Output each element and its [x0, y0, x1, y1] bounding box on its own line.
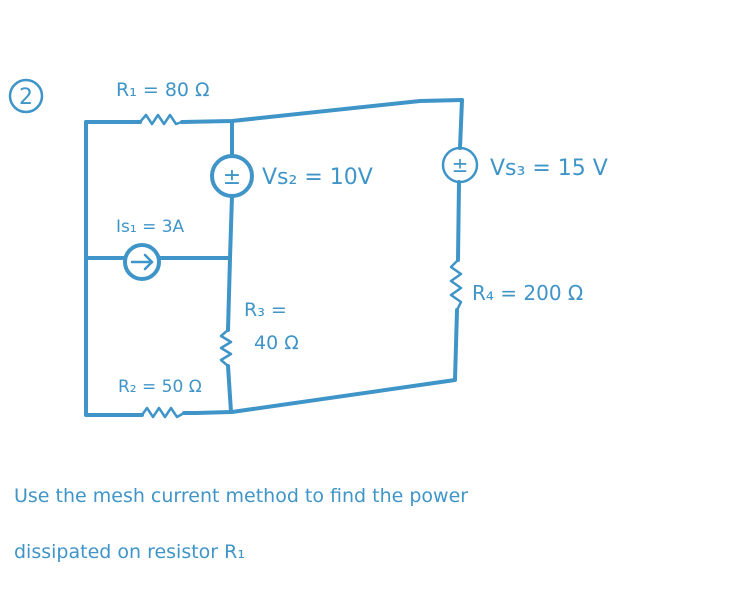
wire-right-top: [458, 98, 464, 150]
plus-minus-icon: ±: [452, 153, 469, 177]
wire-top-mid: [180, 98, 464, 124]
label-r3-line2: 40 Ω: [254, 332, 299, 354]
wire-middle-mid: [226, 194, 234, 332]
resistor-r3: [219, 328, 233, 368]
plus-minus-icon: ±: [223, 165, 241, 190]
label-is1: Is₁ = 3A: [116, 217, 185, 237]
instruction-line-2: dissipated on resistor R₁: [14, 541, 245, 563]
label-r3-line1: R₃ =: [244, 299, 287, 321]
wire-right-mid: [456, 180, 461, 262]
label-r4: R₄ = 200 Ω: [472, 281, 583, 305]
wire-middle-bottom: [194, 364, 233, 415]
problem-number: 2: [19, 85, 33, 110]
arrow-right-icon: [130, 253, 154, 271]
instruction-line-1: Use the mesh current method to find the …: [14, 485, 468, 507]
label-vs2: Vs₂ = 10V: [262, 165, 373, 190]
voltage-source-vs2: ±: [210, 154, 254, 198]
resistor-r4: [449, 258, 463, 312]
resistor-r2: [140, 406, 186, 419]
wire-left-outer: [84, 120, 144, 417]
voltage-source-vs3: ±: [441, 146, 479, 184]
label-r1: R₁ = 80 Ω: [116, 79, 210, 101]
resistor-r1: [138, 113, 184, 126]
label-r2: R₂ = 50 Ω: [118, 377, 202, 397]
problem-number-badge: 2: [8, 78, 44, 114]
wire-right-bottom: [230, 308, 459, 414]
label-vs3: Vs₃ = 15 V: [490, 156, 608, 181]
current-source-is1: [123, 243, 161, 281]
